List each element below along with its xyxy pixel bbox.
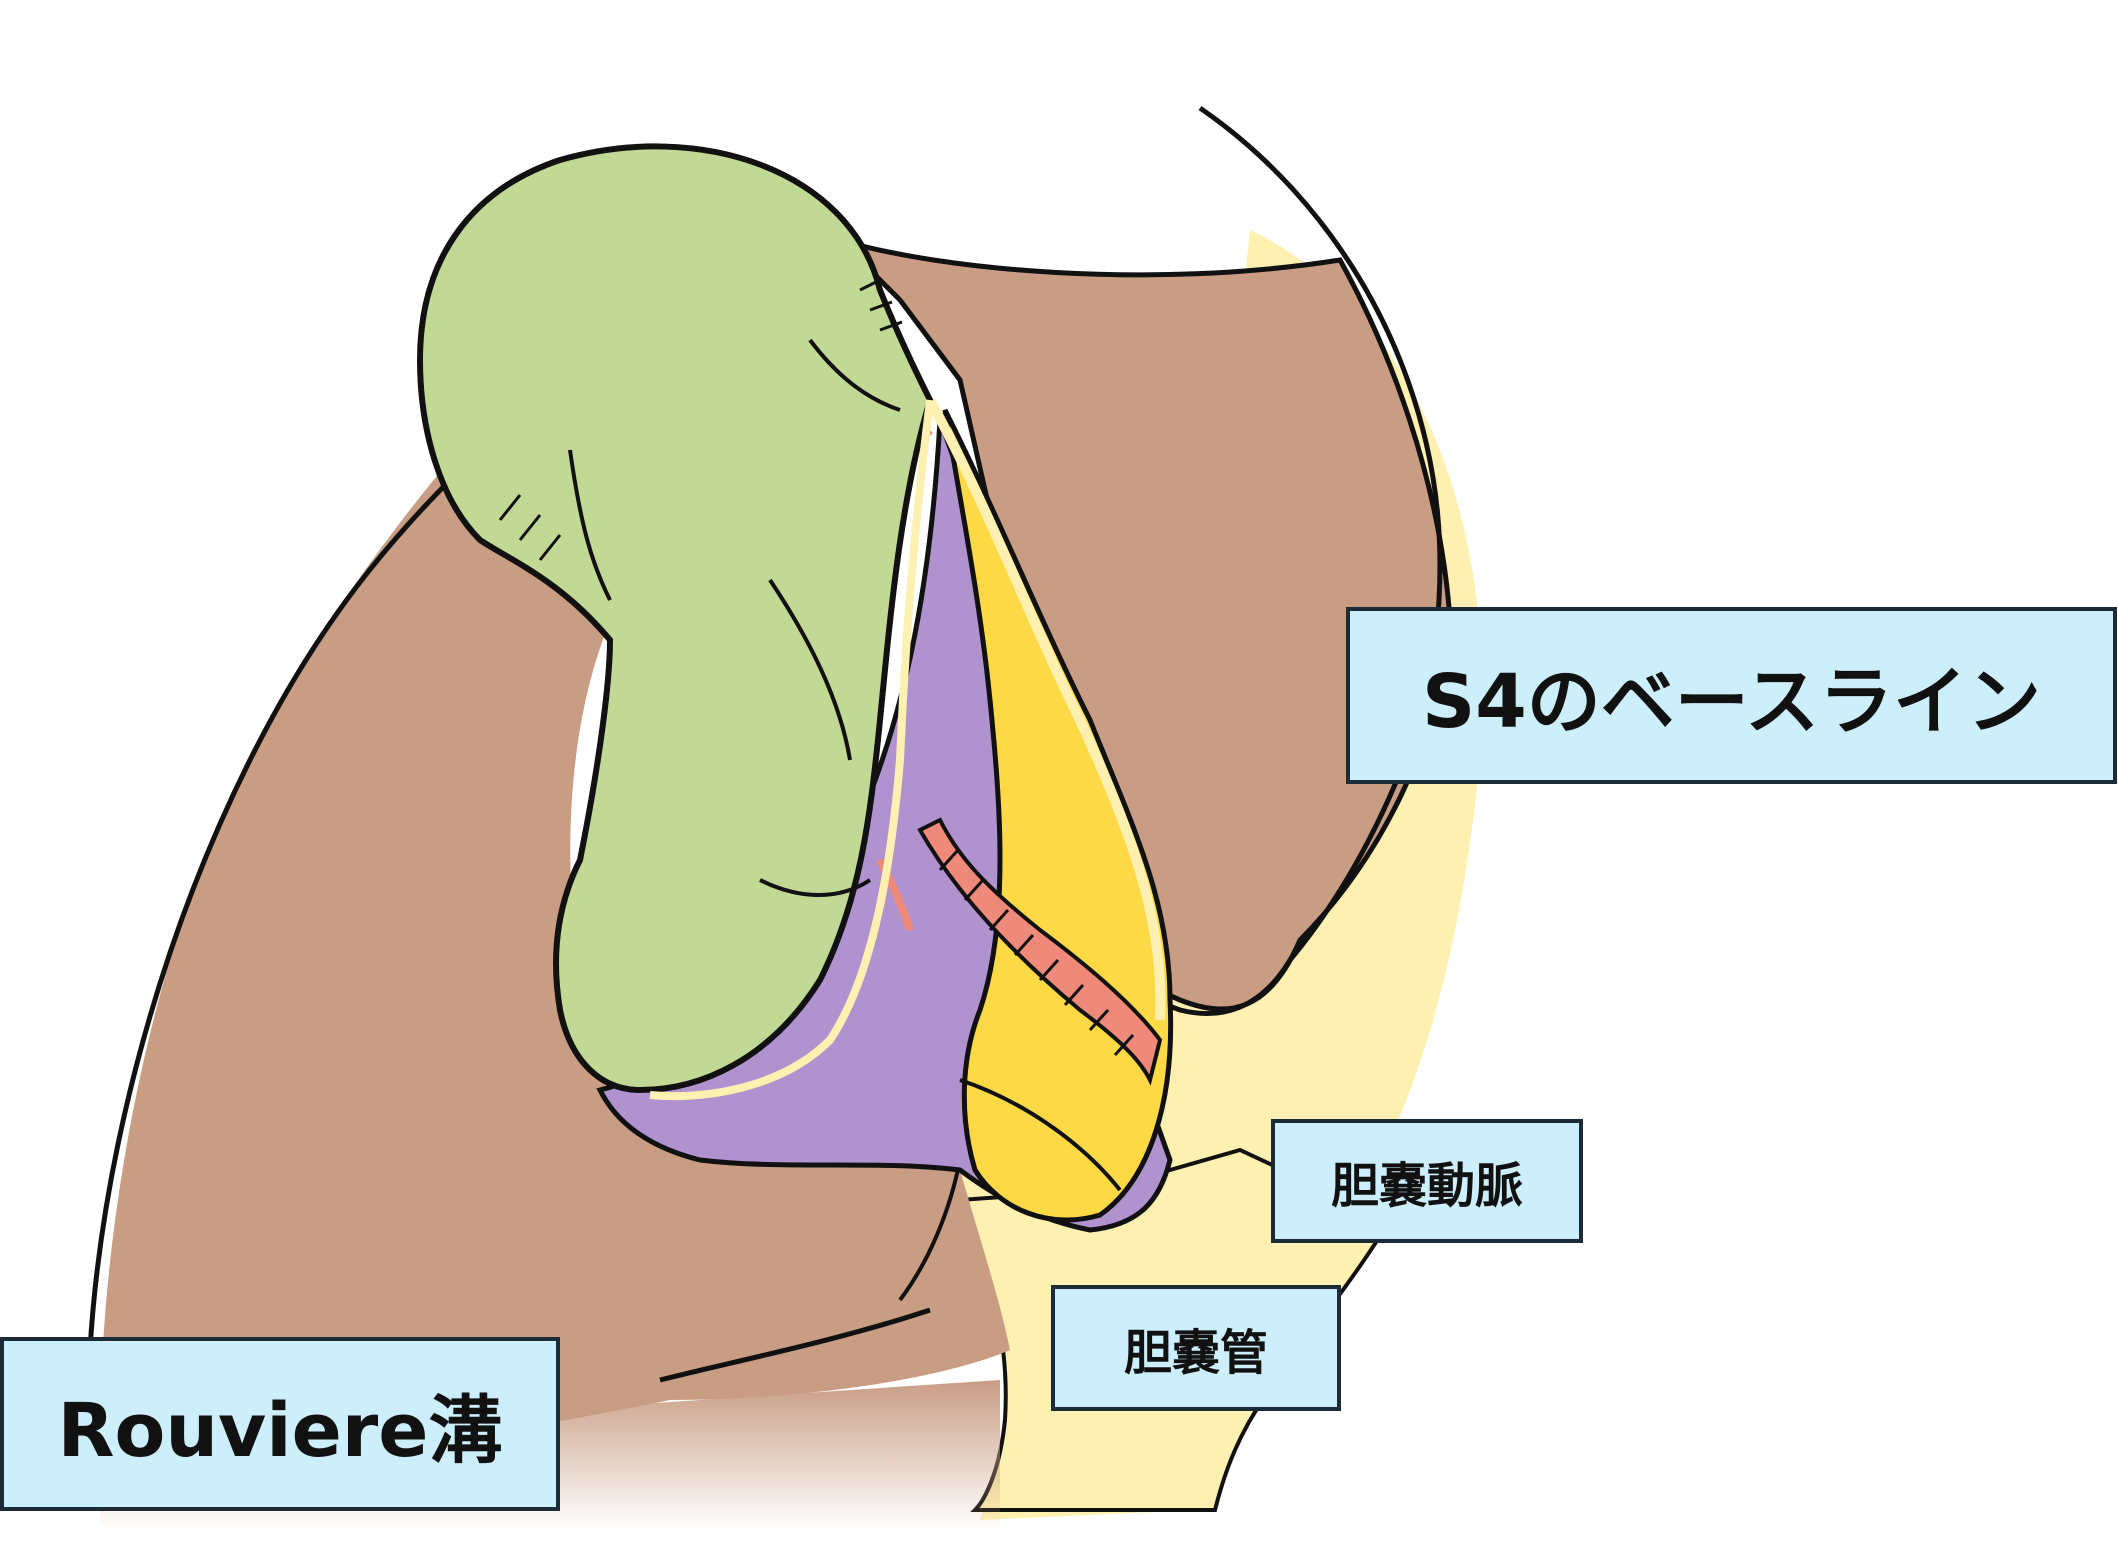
gallbladder-fold-1 (568, 449, 612, 601)
liver-lower-lip (898, 1159, 962, 1302)
gallbladder-fundus-hatch (498, 278, 903, 561)
cystic-duct-label-text: 胆嚢管 (1123, 1325, 1268, 1381)
gallbladder-fold-3 (759, 878, 872, 897)
gallbladder-neck-fold (808, 338, 901, 412)
s4-baseline-label-text: S4のベースライン (1421, 659, 2042, 745)
yellow-fat-rim (925, 397, 1166, 1021)
artery-ridges (938, 848, 1135, 1057)
rouviere-sulcus-label: Rouviere溝 (0, 1337, 560, 1511)
liver-lower-edge (659, 1307, 931, 1383)
s4-baseline-label: S4のベースライン (1346, 607, 2117, 784)
gallbladder (416, 143, 934, 1094)
rouviere-sulcus-label-text: Rouviere溝 (57, 1387, 503, 1474)
cystic-artery-label: 胆嚢動脈 (1271, 1119, 1583, 1243)
cystic-artery-branch-lower (876, 858, 914, 932)
cystic-duct-label: 胆嚢管 (1051, 1285, 1341, 1411)
gallbladder-peritoneal-edge (649, 399, 934, 1101)
liver-right-outline (87, 468, 462, 1351)
cystic-artery-label-text: 胆嚢動脈 (1330, 1158, 1523, 1214)
cystic-duct-stripe (959, 1078, 1122, 1192)
gallbladder-fold-2 (768, 578, 852, 761)
